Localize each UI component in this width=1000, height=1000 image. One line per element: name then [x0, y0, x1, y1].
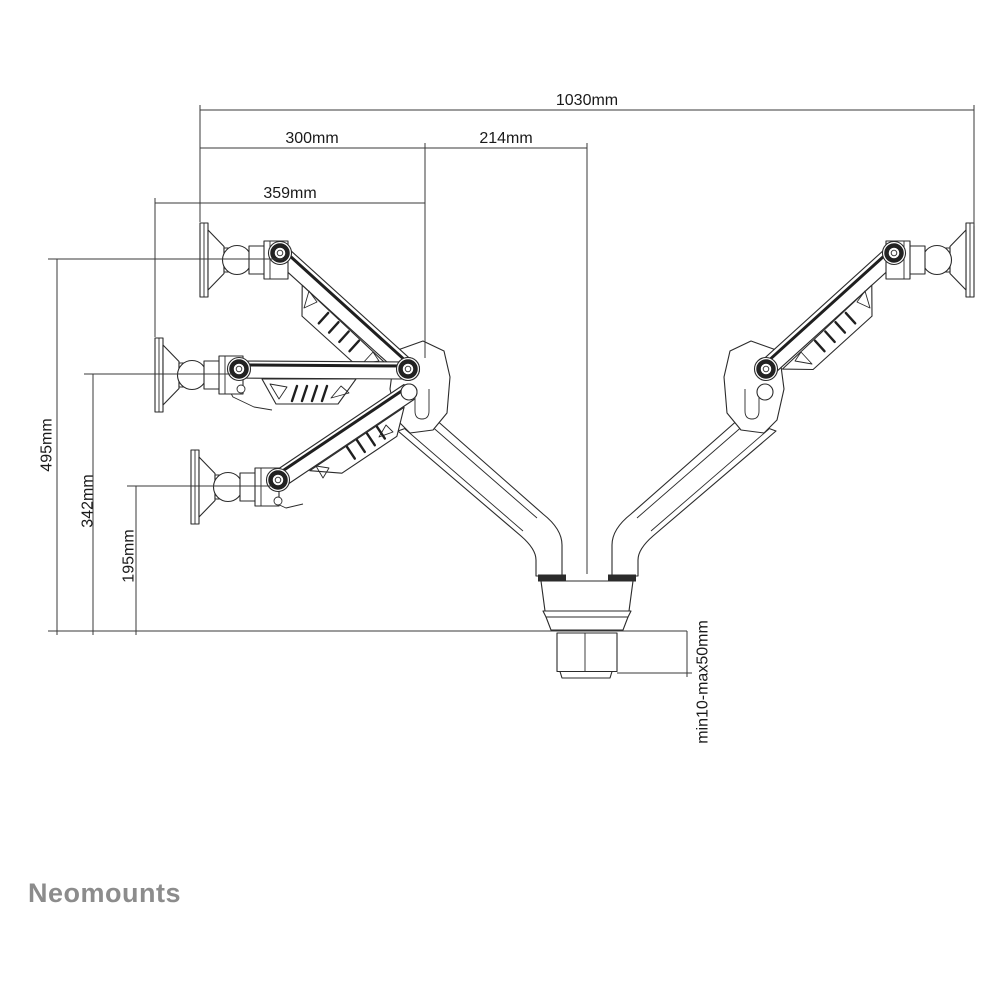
collar-band: [608, 574, 636, 581]
clamp-jaw: [556, 632, 618, 673]
dim-label-height-mid: 342mm: [80, 474, 97, 527]
dim-label-extended-reach: 359mm: [263, 185, 316, 202]
dim-label-height-min: 195mm: [121, 529, 138, 582]
dim-arm-reach: 300mm 214mm: [200, 130, 588, 574]
dim-label-lower-arm: 214mm: [479, 130, 532, 147]
dim-height-min: 195mm: [121, 485, 272, 635]
dim-height-mid: 342mm: [80, 373, 232, 635]
arm-cover: [261, 378, 357, 405]
collar-band: [538, 574, 566, 581]
dimension-annotations: 1030mm 300mm 214mm 359mm 495mm 342mm: [39, 92, 975, 744]
dim-label-height-max: 495mm: [39, 418, 56, 471]
dim-label-upper-arm: 300mm: [285, 130, 338, 147]
brand-logo: Neomounts: [28, 878, 181, 908]
monitor-arm-middle-position: [154, 337, 413, 413]
monitor-arm-right: [612, 223, 974, 576]
monitor-arm-bottom-position: [190, 383, 415, 525]
dim-extended-reach: 359mm: [154, 185, 425, 337]
clamp-body: [540, 580, 634, 612]
dim-clamp-thickness: min10-max50mm: [617, 620, 712, 744]
left-elbow-pivots: [397, 358, 420, 401]
clamp-foot: [559, 670, 613, 679]
dim-label-total-width: 1030mm: [556, 92, 618, 109]
desk-clamp-base: [538, 574, 636, 679]
dim-total-width: 1030mm: [199, 92, 975, 226]
dim-label-clamp-thickness: min10-max50mm: [695, 620, 712, 744]
dim-height-max: 495mm: [39, 258, 283, 635]
